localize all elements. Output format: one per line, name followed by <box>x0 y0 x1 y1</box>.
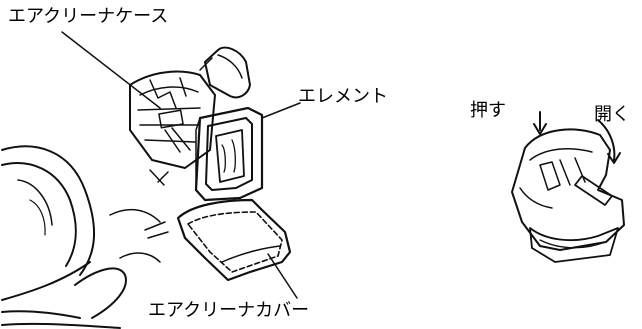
element-label: エレメント <box>298 86 388 107</box>
air-cleaner-cover-label: エアクリーナカバー <box>148 300 310 321</box>
air-cleaner-case-drawing <box>129 46 251 169</box>
air-cleaner-cover-drawing <box>176 198 292 282</box>
air-cleaner-case-label: エアクリーナケース <box>8 6 169 27</box>
open-label: 開く <box>594 104 630 125</box>
leader-lines <box>61 31 301 299</box>
clip-detail-drawing <box>511 111 625 263</box>
engine-body-drawing <box>1 145 169 329</box>
element-drawing <box>194 106 264 202</box>
push-label: 押す <box>470 100 506 121</box>
